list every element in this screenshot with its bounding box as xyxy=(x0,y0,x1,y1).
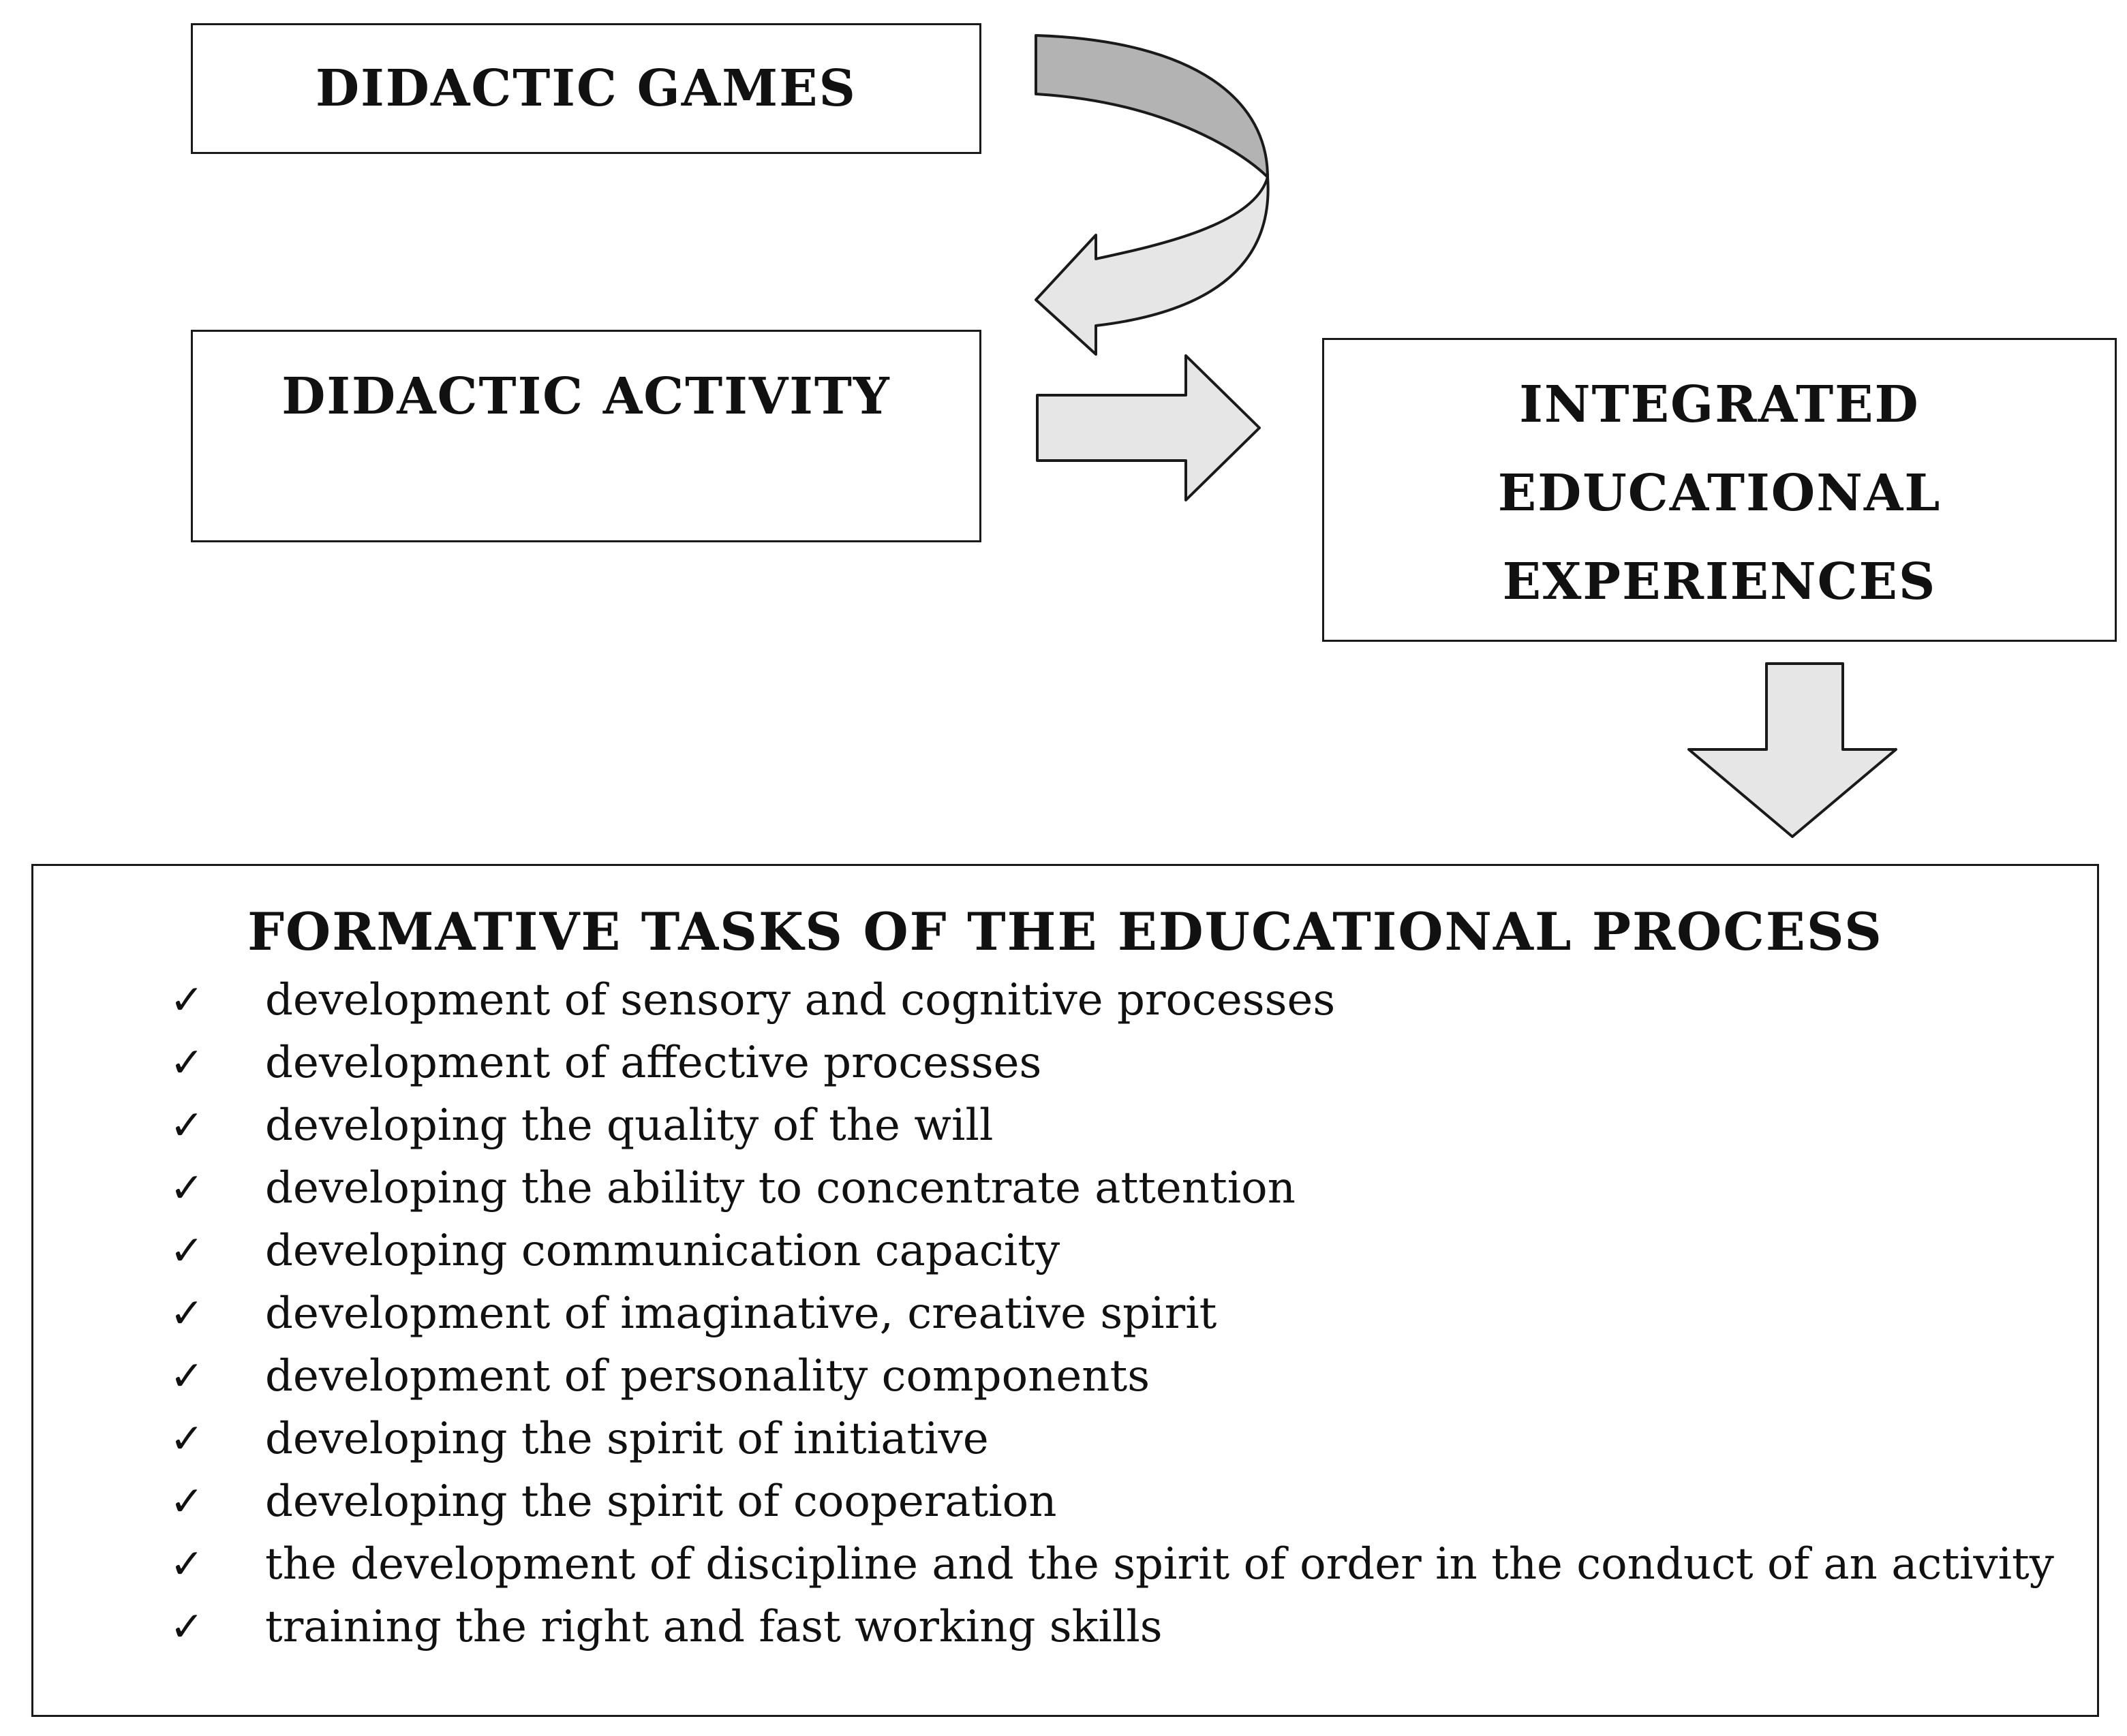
didactic-games-box: DIDACTIC GAMES xyxy=(191,23,981,154)
task-text: development of sensory and cognitive pro… xyxy=(265,975,1336,1025)
task-item: ✓ developing the ability to concentrate a… xyxy=(33,1157,2097,1220)
check-icon: ✓ xyxy=(170,976,204,1024)
check-icon: ✓ xyxy=(170,1478,204,1525)
curved-arrow-lower-band xyxy=(1035,176,1270,356)
task-text: training the right and fast working skil… xyxy=(265,1602,1163,1652)
task-text: development of affective processes xyxy=(265,1038,1042,1088)
task-item: ✓ development of sensory and cognitive pr… xyxy=(33,969,2097,1032)
task-text: development of personality components xyxy=(265,1351,1150,1401)
didactic-games-label: DIDACTIC GAMES xyxy=(316,59,857,118)
task-item: ✓ developing the quality of the will xyxy=(33,1094,2097,1157)
right-arrow-icon xyxy=(1036,354,1261,501)
task-item: ✓ developing the spirit of cooperation xyxy=(33,1470,2097,1533)
formative-task-list: ✓ development of sensory and cognitive pr… xyxy=(33,969,2097,1658)
check-icon: ✓ xyxy=(170,1102,204,1149)
task-item: ✓ training the right and fast working ski… xyxy=(33,1596,2097,1658)
task-text: developing communication capacity xyxy=(265,1226,1060,1276)
task-item: ✓ the development of discipline and the s… xyxy=(33,1533,2097,1596)
curved-arrow-upper-band xyxy=(1035,34,1269,179)
check-icon: ✓ xyxy=(170,1540,204,1588)
task-item: ✓ developing the spirit of initiative xyxy=(33,1408,2097,1470)
didactic-activity-box: DIDACTIC ACTIVITY xyxy=(191,330,981,542)
check-icon: ✓ xyxy=(170,1352,204,1400)
task-item: ✓ development of personality components xyxy=(33,1345,2097,1408)
task-text: developing the spirit of cooperation xyxy=(265,1476,1057,1527)
check-icon: ✓ xyxy=(170,1415,204,1463)
curved-arrow-icon xyxy=(1035,34,1270,356)
check-icon: ✓ xyxy=(170,1603,204,1651)
integrated-line-1: INTEGRATED xyxy=(1519,375,1920,434)
didactic-activity-label: DIDACTIC ACTIVITY xyxy=(281,367,891,426)
check-icon: ✓ xyxy=(170,1290,204,1337)
task-item: ✓ development of affective processes xyxy=(33,1032,2097,1094)
formative-tasks-box: FORMATIVE TASKS OF THE EDUCATIONAL PROCE… xyxy=(31,864,2099,1717)
task-text: developing the spirit of initiative xyxy=(265,1414,989,1464)
task-item: ✓ developing communication capacity xyxy=(33,1220,2097,1282)
task-text: development of imaginative, creative spi… xyxy=(265,1288,1217,1339)
task-text: the development of discipline and the sp… xyxy=(265,1539,2054,1590)
task-item: ✓ development of imaginative, creative sp… xyxy=(33,1282,2097,1345)
formative-tasks-title: FORMATIVE TASKS OF THE EDUCATIONAL PROCE… xyxy=(247,901,1883,962)
check-icon: ✓ xyxy=(170,1039,204,1087)
integrated-line-2: EDUCATIONAL xyxy=(1497,464,1942,523)
down-arrow-icon xyxy=(1687,662,1897,838)
integrated-experiences-label: INTEGRATED EDUCATIONAL EXPERIENCES xyxy=(1324,360,2115,626)
task-text: developing the ability to concentrate at… xyxy=(265,1163,1296,1213)
task-text: developing the quality of the will xyxy=(265,1100,994,1151)
integrated-experiences-box: INTEGRATED EDUCATIONAL EXPERIENCES xyxy=(1322,338,2117,642)
check-icon: ✓ xyxy=(170,1227,204,1275)
integrated-line-3: EXPERIENCES xyxy=(1502,553,1937,611)
check-icon: ✓ xyxy=(170,1164,204,1212)
